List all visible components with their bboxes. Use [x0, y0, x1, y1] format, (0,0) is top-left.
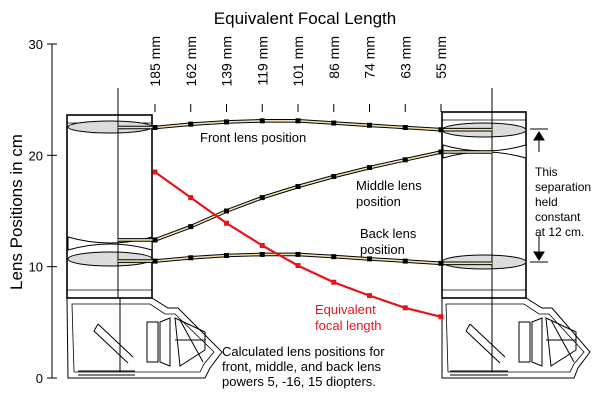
focal-length-label: 74 mm — [362, 36, 378, 79]
data-point — [152, 169, 158, 175]
left-middle-lens — [67, 236, 153, 251]
y-axis-label: Lens Positions in cm — [7, 134, 26, 290]
label-middle-lens-1: Middle lens — [356, 178, 422, 193]
data-point — [188, 224, 194, 230]
data-point — [188, 121, 194, 127]
y-tick-label: 10 — [29, 260, 43, 275]
focal-length-label: 162 mm — [183, 36, 199, 87]
data-point — [295, 118, 301, 124]
focal-length-label: 119 mm — [254, 36, 270, 86]
y-axis-ticks: 0 10 20 30 — [29, 37, 57, 386]
label-separation-1: This — [535, 165, 558, 179]
separation-arrow — [530, 128, 548, 263]
data-point — [402, 258, 408, 264]
left-back-lens — [67, 251, 153, 267]
note-line-3: powers 5, -16, 15 diopters. — [222, 374, 376, 389]
data-point — [438, 314, 444, 320]
label-back-lens-1: Back lens — [360, 226, 417, 241]
label-equivalent-2: focal length — [315, 318, 382, 333]
left-camera-mechanism — [66, 297, 223, 379]
label-back-lens-2: position — [360, 242, 405, 257]
data-point — [438, 149, 444, 155]
data-point — [224, 208, 229, 214]
focal-length-label: 55 mm — [433, 36, 449, 79]
data-point — [224, 253, 229, 259]
data-point — [259, 251, 265, 257]
data-point — [295, 184, 301, 190]
label-middle-lens-2: position — [356, 194, 401, 209]
focal-length-label: 101 mm — [290, 36, 306, 87]
note-line-1: Calculated lens positions for — [222, 344, 385, 359]
data-point — [402, 305, 408, 311]
data-point — [259, 195, 265, 201]
data-point — [295, 251, 301, 257]
y-tick-label: 0 — [36, 371, 43, 386]
data-point — [152, 237, 158, 243]
data-point — [367, 165, 372, 171]
data-point — [295, 263, 301, 269]
data-point — [331, 120, 337, 126]
data-point — [402, 125, 408, 130]
focal-length-label: 63 mm — [397, 36, 413, 79]
data-point — [259, 243, 265, 249]
series-line — [118, 151, 492, 241]
data-point — [367, 122, 372, 128]
data-point — [367, 293, 372, 299]
focal-length-label: 139 mm — [219, 36, 235, 87]
data-point — [438, 127, 444, 133]
label-separation-4: constant — [535, 210, 581, 224]
label-separation-3: held — [535, 195, 558, 209]
data-point — [331, 254, 337, 260]
data-point — [152, 125, 158, 130]
data-point — [438, 260, 444, 266]
label-front-lens: Front lens position — [200, 130, 306, 145]
data-point — [259, 118, 265, 124]
y-tick-label: 30 — [29, 37, 43, 52]
data-point — [188, 195, 194, 201]
right-lens-barrel — [441, 88, 527, 299]
left-lens-barrel — [66, 88, 153, 299]
focal-length-label: 185 mm — [147, 36, 163, 87]
label-equivalent-1: Equivalent — [315, 302, 376, 317]
series-line-outline — [118, 150, 492, 242]
focal-length-labels: 185 mm 162 mm 139 mm 119 mm 101 mm 86 mm 74 mm… — [147, 36, 449, 112]
right-camera-mechanism — [441, 297, 591, 379]
focal-length-label: 86 mm — [326, 36, 342, 79]
data-point — [224, 220, 229, 226]
label-separation-2: separation — [535, 180, 591, 194]
data-point — [367, 256, 372, 262]
data-point — [331, 279, 337, 285]
y-tick-label: 20 — [29, 148, 43, 163]
data-point — [331, 173, 337, 179]
data-point — [224, 119, 229, 125]
note-line-2: front, middle, and back lens — [222, 359, 381, 374]
chart-title: Equivalent Focal Length — [214, 9, 396, 28]
data-point — [402, 157, 408, 163]
label-separation-5: at 12 cm. — [535, 225, 584, 239]
data-point — [152, 258, 158, 264]
data-point — [188, 255, 194, 261]
series-layer — [118, 118, 492, 320]
